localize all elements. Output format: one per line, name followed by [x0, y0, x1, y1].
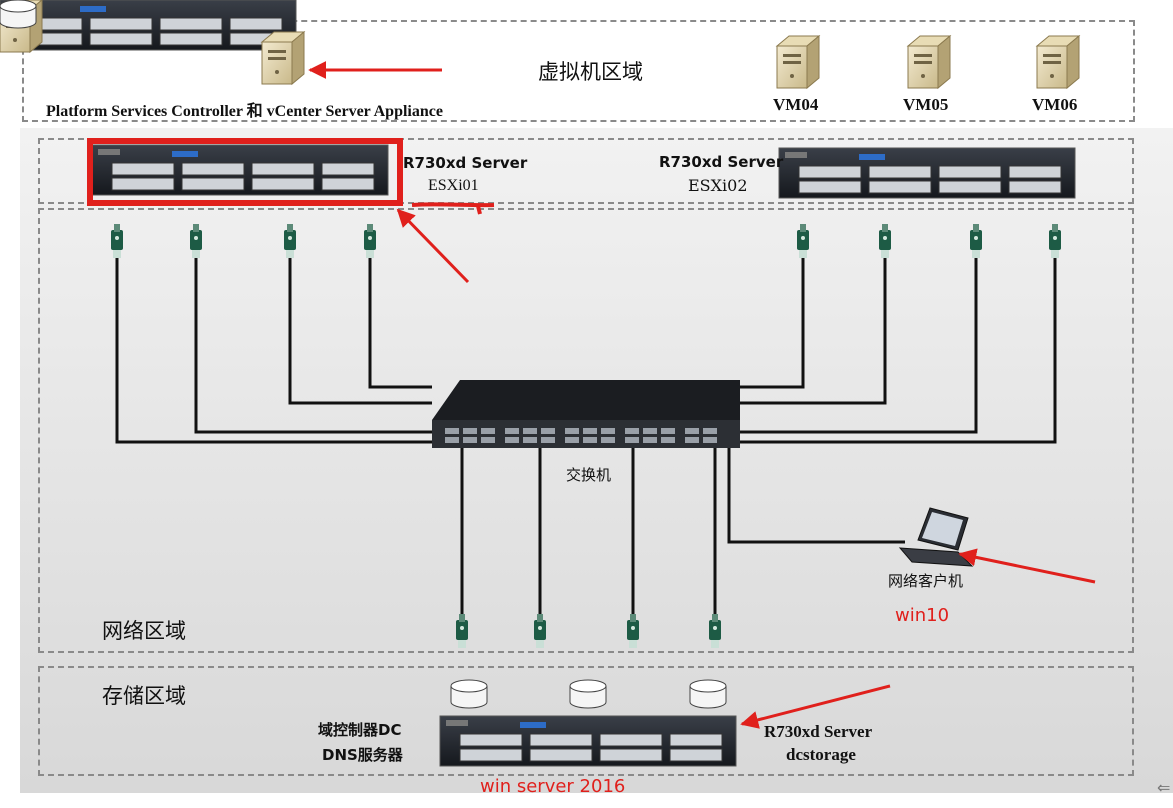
underline-mark — [411, 202, 495, 215]
cables-esxi02 — [740, 256, 1057, 444]
host-zone — [38, 138, 1134, 204]
rack-server-template — [0, 0, 297, 51]
edge-arrow-icon: ⇐ — [1157, 778, 1171, 797]
disk-template — [0, 0, 37, 29]
esxi01-name-label: ESXi01 — [428, 177, 479, 194]
vm05-label: VM05 — [903, 95, 949, 114]
highlight-box — [87, 138, 403, 206]
switch-label: 交换机 — [566, 466, 612, 484]
storage-zone — [38, 666, 1134, 776]
storage-zone-title: 存储区域 — [102, 684, 186, 708]
vcenter-pc-icon — [261, 31, 305, 85]
server-dcstorage-icon — [439, 715, 737, 767]
vm06-label: VM06 — [1032, 95, 1078, 114]
annotation-arrows — [308, 61, 1096, 729]
disk-1-icon — [450, 679, 488, 709]
network-zone-title: 网络区域 — [102, 619, 186, 643]
server-esxi01-icon — [91, 144, 389, 196]
server-esxi02-icon — [778, 147, 1076, 199]
psc-vcenter-label: Platform Services Controller 和 vCenter S… — [46, 103, 443, 120]
disk-2-icon — [569, 679, 607, 709]
client-os-note: win10 — [895, 605, 950, 626]
vm06-icon — [1036, 35, 1080, 89]
esxi01-model-label: R730xd Server — [403, 154, 528, 172]
dns-label: DNS服务器 — [322, 746, 403, 764]
esxi02-name-label: ESXi02 — [688, 176, 748, 195]
server-os-note: win server 2016 — [480, 776, 626, 797]
vm04-label: VM04 — [773, 95, 819, 114]
esxi02-model-label: R730xd Server — [659, 153, 784, 171]
laptop-icon — [898, 507, 974, 567]
vm04-icon — [776, 35, 820, 89]
switch-icon — [432, 380, 740, 448]
vm-zone-title: 虚拟机区域 — [538, 60, 643, 84]
disk-3-icon — [689, 679, 727, 709]
network-zone — [38, 208, 1134, 653]
dc-label: 域控制器DC — [318, 721, 402, 739]
cables-esxi01 — [115, 256, 432, 444]
vm05-icon — [907, 35, 951, 89]
dcstorage-name-label: dcstorage — [786, 745, 856, 764]
client-label: 网络客户机 — [888, 572, 964, 590]
cables-storage — [460, 448, 905, 620]
dcstorage-model-label: R730xd Server — [764, 722, 873, 741]
